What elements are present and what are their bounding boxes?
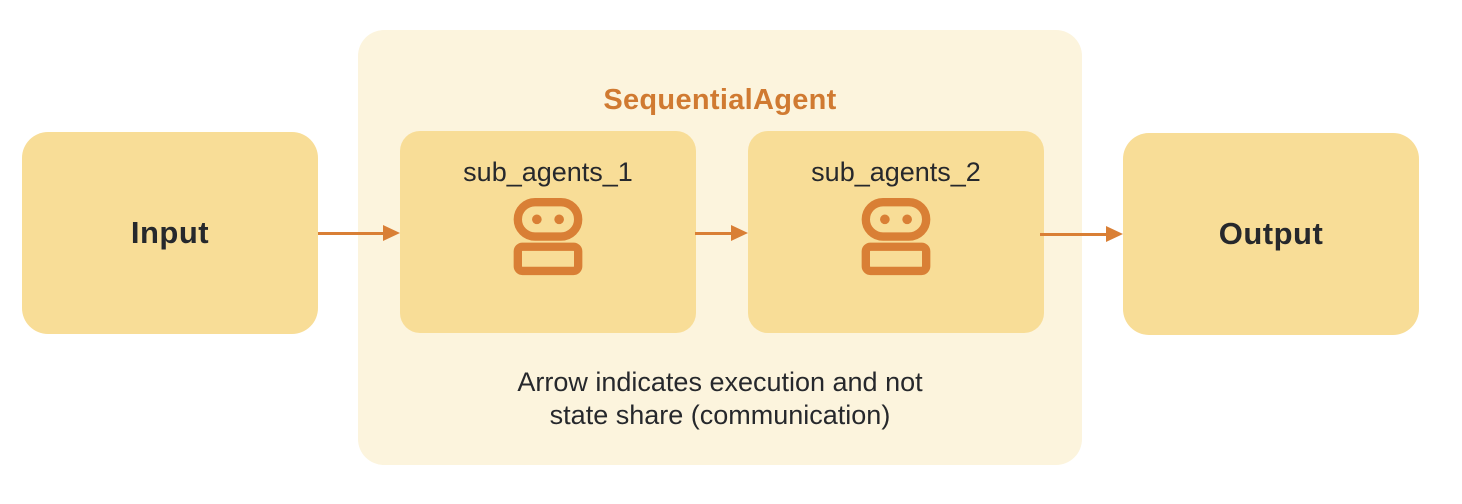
arrow-right-icon bbox=[731, 225, 748, 241]
sub-agent-1-node: sub_agents_1 bbox=[400, 131, 696, 333]
execution-caption-line2: state share (communication) bbox=[549, 400, 891, 430]
sequential-agent-container: SequentialAgent sub_agents_1 sub_agents_… bbox=[358, 30, 1082, 465]
input-node: Input bbox=[22, 132, 318, 334]
robot-icon bbox=[513, 198, 583, 276]
arrow-line bbox=[318, 231, 384, 235]
sequential-agent-title: SequentialAgent bbox=[603, 84, 837, 116]
arrow-right-icon bbox=[1106, 226, 1123, 242]
arrow-sub-agent-2-to-output bbox=[1040, 226, 1123, 242]
output-node: Output bbox=[1123, 133, 1419, 335]
robot-icon bbox=[861, 198, 931, 276]
execution-caption: Arrow indicates execution and not state … bbox=[358, 366, 1082, 432]
output-node-label: Output bbox=[1218, 216, 1324, 251]
arrow-input-to-sub-agent-1 bbox=[318, 225, 400, 241]
sub-agent-2-node: sub_agents_2 bbox=[748, 131, 1044, 333]
arrow-line bbox=[695, 231, 732, 235]
sub-agent-2-label: sub_agents_2 bbox=[811, 157, 981, 187]
input-node-label: Input bbox=[130, 215, 210, 250]
arrow-line bbox=[1040, 232, 1107, 236]
sub-agent-1-label: sub_agents_1 bbox=[463, 157, 633, 187]
arrow-right-icon bbox=[383, 225, 400, 241]
execution-caption-line1: Arrow indicates execution and not bbox=[517, 367, 923, 397]
arrow-sub-agent-1-to-sub-agent-2 bbox=[695, 225, 748, 241]
